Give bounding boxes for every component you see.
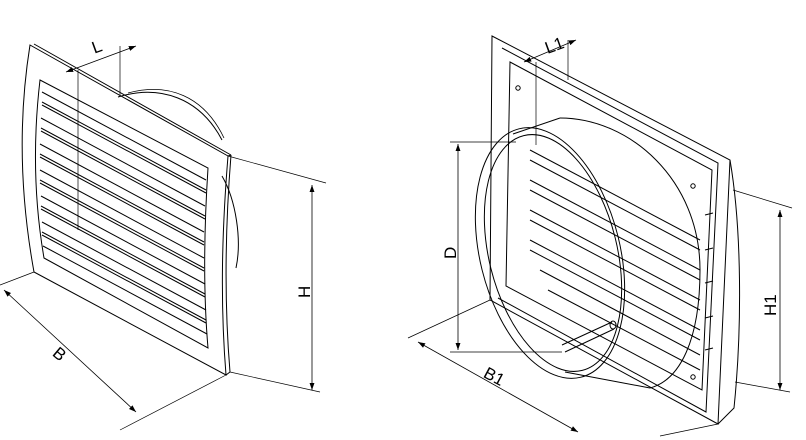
label-D: D: [441, 247, 460, 259]
front-dimension-H: [227, 155, 327, 393]
label-B1: B1: [480, 363, 507, 390]
rear-plate-rim: [505, 61, 713, 391]
rear-collar-back: [559, 117, 701, 389]
label-H1: H1: [761, 294, 780, 316]
front-collar: [117, 91, 239, 269]
rear-collar-side-top: [512, 117, 561, 135]
rear-rod-end: [609, 320, 617, 330]
rear-plate-frame-edge: [717, 159, 741, 425]
front-collar-inner: [127, 89, 225, 139]
front-louvres: [39, 91, 208, 335]
front-frame-outer: [21, 44, 229, 376]
rear-collar-front-inner: [483, 134, 623, 372]
rear-dimension-H1: [732, 189, 793, 393]
rear-collar-side-bottom: [564, 371, 651, 389]
label-H: H: [295, 286, 314, 298]
front-frame-inner: [34, 79, 209, 349]
front-dimension-L: [65, 45, 137, 230]
front-view: [0, 43, 327, 431]
rear-dimension-D: [450, 141, 562, 353]
front-frame-edge: [33, 43, 232, 376]
label-B: B: [49, 343, 70, 365]
label-L: L: [89, 36, 104, 57]
rear-dimension-L1: [523, 39, 577, 145]
rear-view: [407, 35, 793, 437]
rear-collar-front-outer: [474, 127, 626, 379]
label-L1: L1: [542, 33, 566, 57]
rear-screw-holes: [515, 85, 696, 380]
rear-plate-outer: [489, 35, 731, 425]
front-dimension-B: [0, 271, 227, 431]
rear-hinges: [704, 212, 714, 351]
rear-plate-inner: [497, 47, 719, 413]
rear-dimension-B1: [407, 299, 719, 437]
